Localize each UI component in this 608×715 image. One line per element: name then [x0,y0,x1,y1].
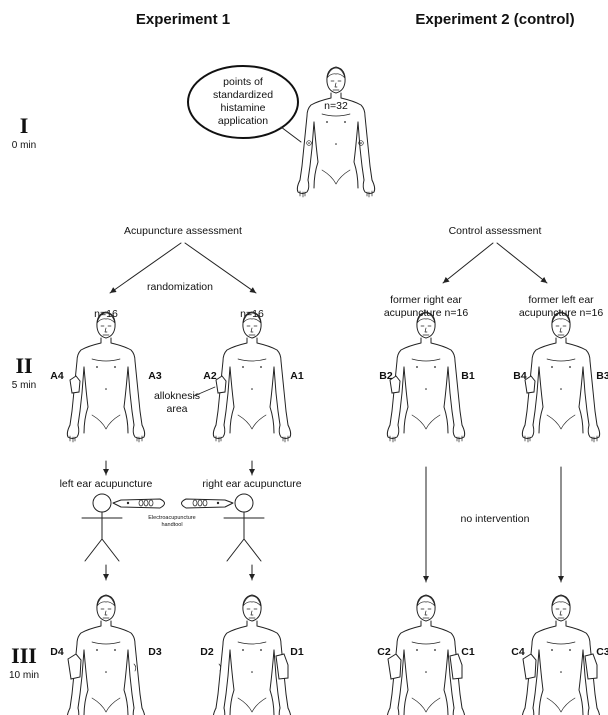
callout-line-1: points of [223,76,263,88]
code-d3: D3 [148,646,162,658]
code-c4: C4 [511,646,525,658]
code-b3: B3 [596,370,608,382]
phase1-n-label: n=32 [324,100,348,112]
body-figure-g [386,594,466,715]
body-figure-phase1 [296,66,376,198]
handtool-left-icon [112,498,165,509]
code-b2: B2 [379,370,393,382]
body-figure-h [521,594,601,715]
handtool-label-line-1: Electroacupuncture [148,515,195,521]
code-b4: B4 [513,370,527,382]
phase-ii-time: 5 min [12,380,36,391]
code-c2: C2 [377,646,391,658]
acupuncture-assessment-label: Acupuncture assessment [124,225,242,237]
phase-i-numeral: I [20,113,29,138]
body-figure-d [521,311,601,443]
randomization-arrow-left [109,242,182,294]
callout-line-4: application [218,115,268,127]
phase-ii-numeral: II [15,353,32,378]
phase-iii-time: 10 min [9,670,39,681]
alloknesis-pointer [193,386,216,397]
handtool-label-line-2: handtool [161,522,182,528]
callout-line-3: histamine [221,102,266,114]
randomization-arrow-right [184,242,257,294]
code-a1: A1 [290,370,304,382]
body-figure-a [66,311,146,443]
code-c3: C3 [596,646,608,658]
group-a-line-1: former right ear [390,294,462,306]
body-figure-c [386,311,466,443]
callout-pointer [280,126,302,143]
code-d4: D4 [50,646,64,658]
code-b1: B1 [461,370,475,382]
control-assessment-label: Control assessment [449,225,542,237]
group-b-line-1: former left ear [528,294,594,306]
callout-line-2: standardized [213,89,273,101]
header-experiment-2: Experiment 2 (control) [415,11,574,28]
body-figure-b [212,311,292,443]
code-a4: A4 [50,370,64,382]
body-figure-f [212,594,292,715]
alloknesis-line-2: area [166,403,187,415]
control-arrow-left [442,242,494,284]
code-d1: D1 [290,646,304,658]
header-experiment-1: Experiment 1 [136,11,230,28]
body-figure-e [66,594,146,715]
left-ear-label: left ear acupuncture [60,478,153,490]
handtool-right-icon [181,498,234,509]
phase-i-time: 0 min [12,140,36,151]
alloknesis-line-1: alloknesis [154,390,200,402]
randomization-label: randomization [147,281,213,293]
code-c1: C1 [461,646,475,658]
code-d2: D2 [200,646,214,658]
no-intervention-label: no intervention [461,513,530,525]
right-ear-label: right ear acupuncture [202,478,301,490]
phase-iii-numeral: III [11,643,37,668]
code-a2: A2 [203,370,217,382]
histamine-callout-bubble [187,65,299,139]
control-arrow-right [496,242,548,284]
code-a3: A3 [148,370,162,382]
